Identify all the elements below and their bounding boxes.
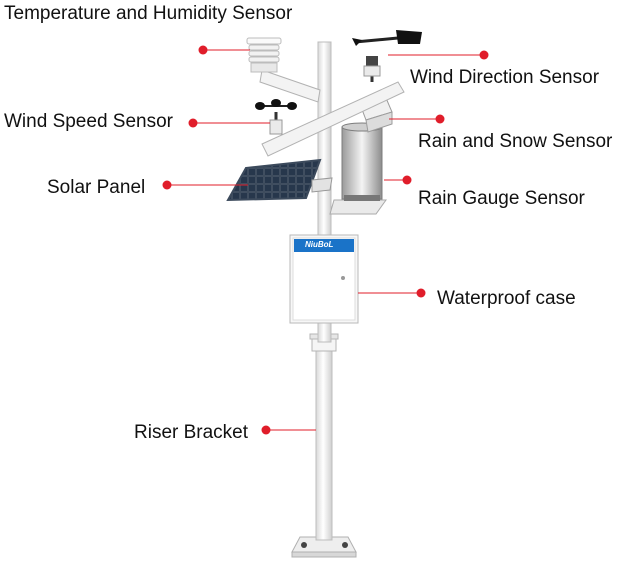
label-solar-panel: Solar Panel	[47, 177, 146, 198]
temp-humidity-shield	[246, 37, 282, 73]
label-temp-humidity: Temperature and Humidity Sensor	[4, 3, 293, 24]
label-riser-bracket: Riser Bracket	[134, 422, 249, 443]
rain-gauge-cylinder	[341, 122, 383, 201]
cross-arm	[261, 81, 405, 157]
solar-panel-module	[226, 158, 333, 202]
label-wind-speed: Wind Speed Sensor	[4, 111, 173, 132]
wind-vane	[352, 30, 422, 82]
rain-gauge-bracket	[329, 199, 387, 215]
marker-wind-direction	[479, 50, 489, 60]
label-wind-direction: Wind Direction Sensor	[410, 67, 600, 88]
brand-text: NiuBoL	[305, 240, 334, 249]
anemometer	[255, 99, 297, 135]
marker-rain-gauge	[402, 175, 412, 185]
marker-solar-panel	[162, 180, 172, 190]
label-markers	[162, 45, 489, 435]
marker-waterproof-case	[416, 288, 426, 298]
waterproof-case-box	[289, 234, 359, 324]
marker-temp-humidity	[198, 45, 208, 55]
base-plate	[291, 536, 357, 558]
label-rain-snow: Rain and Snow Sensor	[418, 131, 613, 152]
leader-lines	[167, 49, 484, 431]
riser-pole-lower	[315, 349, 333, 541]
marker-rain-snow	[435, 114, 445, 124]
upper-arm	[259, 69, 321, 103]
label-waterproof-case: Waterproof case	[437, 288, 576, 309]
brand-badge	[294, 239, 354, 252]
marker-wind-speed	[188, 118, 198, 128]
marker-riser-bracket	[261, 425, 271, 435]
label-rain-gauge: Rain Gauge Sensor	[418, 188, 585, 209]
